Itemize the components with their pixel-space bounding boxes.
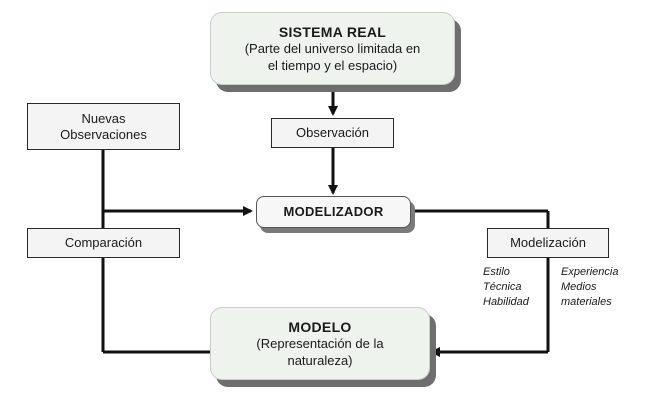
modelo-title: MODELO [288,318,352,335]
factor-estilo: Estilo [483,266,510,278]
modelo-subtitle-2: naturaleza) [287,352,353,368]
sistema-real-subtitle-1: (Parte del universo limitada en [244,40,421,56]
factor-tecnica: Técnica [483,281,522,293]
factor-medios: Medios [561,281,597,293]
comparacion-label: Comparación [64,235,143,250]
factors-right-list: Experiencia Medios materiales [561,265,641,310]
modelizador-label: MODELIZADOR [283,204,384,219]
modelizacion-box: Modelización [487,228,609,258]
nuevas-observaciones-line1: Nuevas [81,110,126,126]
modelizacion-label: Modelización [510,235,586,250]
factor-experiencia: Experiencia [561,266,619,278]
modelo-subtitle-1: (Representación de la [256,335,384,351]
nuevas-observaciones-line2: Observaciones [60,126,147,142]
comparacion-box: Comparación [27,228,180,258]
modelizador-box: MODELIZADOR [256,196,411,228]
factor-materiales: materiales [561,296,612,308]
modelo-box: MODELO (Representación de la naturaleza) [210,307,430,380]
observacion-label: Observación [296,125,369,140]
sistema-real-subtitle-2: el tiempo y el espacio) [267,57,398,73]
observacion-box: Observación [271,118,394,148]
sistema-real-box: SISTEMA REAL (Parte del universo limitad… [210,12,455,85]
factor-habilidad: Habilidad [483,296,529,308]
nuevas-observaciones-box: Nuevas Observaciones [27,103,180,150]
sistema-real-title: SISTEMA REAL [278,23,387,40]
factors-left-list: Estilo Técnica Habilidad [483,265,545,310]
